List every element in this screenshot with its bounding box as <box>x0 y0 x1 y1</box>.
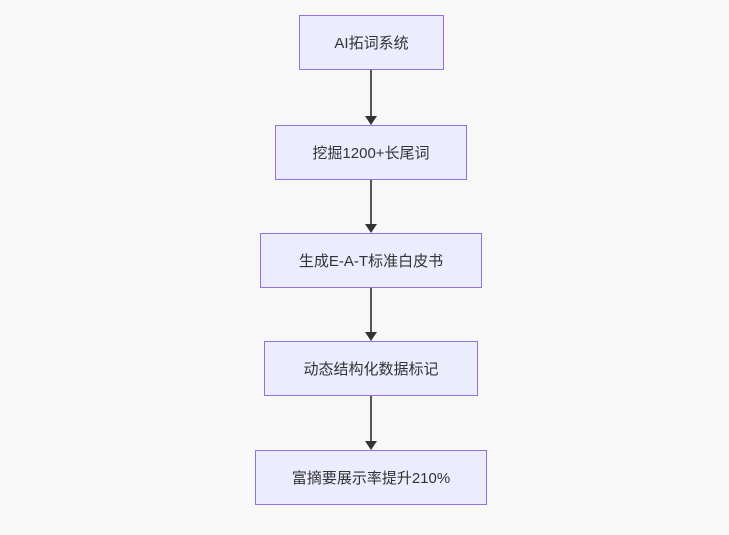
flow-node-label: 生成E-A-T标准白皮书 <box>298 253 444 270</box>
arrowhead-down-icon <box>365 441 377 450</box>
flow-node-label: AI拓词系统 <box>334 35 409 52</box>
flow-node-label: 富摘要展示率提升210% <box>291 470 451 487</box>
flow-node-rich-snippet-result: 富摘要展示率提升210% <box>255 450 487 505</box>
arrow-line <box>370 180 372 224</box>
flow-node-label: 动态结构化数据标记 <box>303 361 439 378</box>
flow-edge-4 <box>365 396 377 450</box>
flow-node-label: 挖掘1200+长尾词 <box>312 145 430 162</box>
flow-edge-1 <box>365 70 377 125</box>
arrowhead-down-icon <box>365 116 377 125</box>
flow-edge-2 <box>365 180 377 233</box>
arrowhead-down-icon <box>365 224 377 233</box>
flow-node-ai-word-expansion: AI拓词系统 <box>299 15 444 70</box>
flow-node-eat-whitepaper: 生成E-A-T标准白皮书 <box>260 233 482 288</box>
flow-node-structured-data-markup: 动态结构化数据标记 <box>264 341 478 396</box>
arrow-line <box>370 396 372 441</box>
arrow-line <box>370 288 372 332</box>
flow-edge-3 <box>365 288 377 341</box>
flow-node-longtail-mining: 挖掘1200+长尾词 <box>275 125 467 180</box>
arrowhead-down-icon <box>365 332 377 341</box>
arrow-line <box>370 70 372 116</box>
